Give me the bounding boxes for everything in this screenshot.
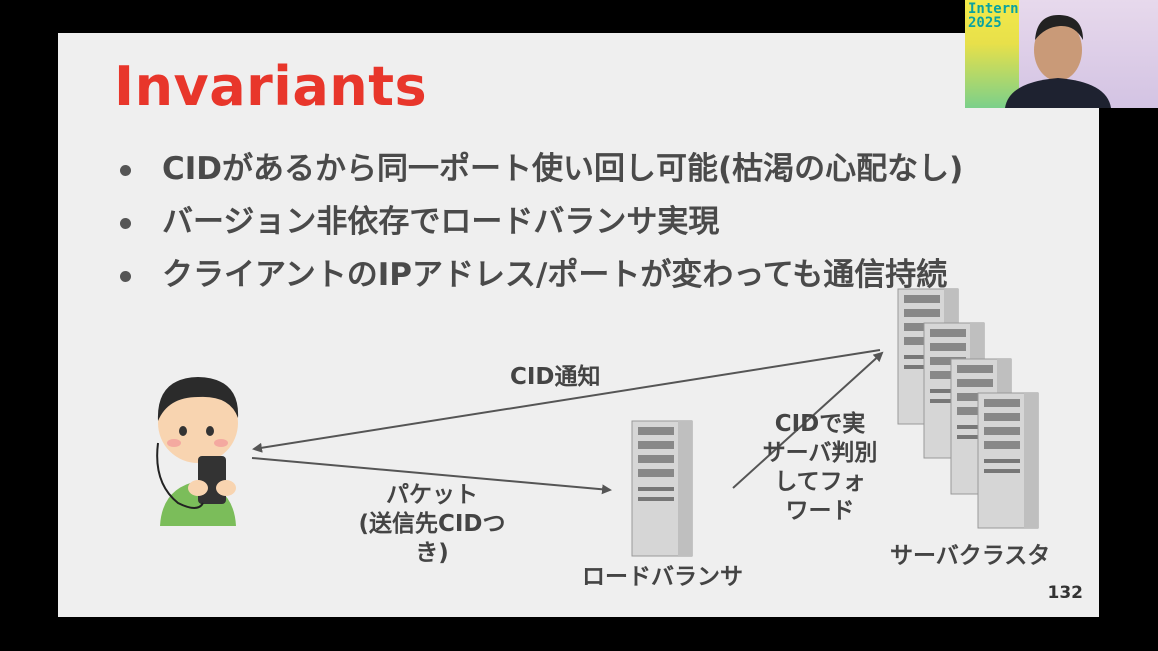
presentation-slide: Invariants CIDがあるから同一ポート使い回し可能(枯渇の心配なし) … [58, 33, 1099, 617]
cid-notify-label: CID通知 [510, 364, 601, 390]
bullet-text: バージョン非依存でロードバランサ実現 [162, 204, 720, 240]
forward-label-line1: CIDで実 [774, 411, 866, 437]
bullet-dot [120, 271, 131, 282]
bullet-dot [120, 165, 131, 176]
load-balancer-label: ロードバランサ [582, 564, 743, 590]
packet-arrow [251, 457, 612, 495]
page-number: 132 [1047, 583, 1084, 603]
packet-label: パケット (送信先CIDつき) [342, 481, 522, 568]
forward-arrow [732, 351, 884, 489]
server-cluster-label: サーバクラスタ [890, 543, 1051, 569]
speaker-webcam-overlay: Internet W 2025 [965, 0, 1158, 108]
bullet-list: CIDがあるから同一ポート使い回し可能(枯渇の心配なし) バージョン非依存でロー… [118, 143, 963, 302]
load-balancer-server-icon [631, 420, 693, 557]
person-with-smartphone-icon [156, 377, 239, 526]
network-diagram [156, 288, 1039, 557]
forward-label-line2: サーバ判別 [762, 440, 878, 466]
bullet-item: クライアントのIPアドレス/ポートが変わっても通信持続 [118, 249, 963, 302]
event-banner [965, 0, 1019, 108]
bullet-item: バージョン非依存でロードバランサ実現 [118, 196, 963, 249]
speaker-avatar [1005, 14, 1111, 108]
bullet-text: CIDがあるから同一ポート使い回し可能(枯渇の心配なし) [162, 151, 964, 187]
packet-label-line1: パケット [386, 482, 478, 508]
slide-title: Invariants [114, 55, 428, 118]
packet-label-line2: (送信先CIDつき) [358, 511, 506, 566]
forward-label-line4: ワード [785, 498, 855, 524]
server-cluster-icon [897, 288, 1039, 529]
forward-label-line3: してフォ [774, 469, 866, 495]
bullet-dot [120, 218, 131, 229]
cid-notify-arrow [252, 349, 881, 453]
bullet-text: クライアントのIPアドレス/ポートが変わっても通信持続 [162, 257, 948, 293]
bullet-item: CIDがあるから同一ポート使い回し可能(枯渇の心配なし) [118, 143, 963, 196]
forward-label: CIDで実 サーバ判別 してフォ ワード [750, 410, 890, 526]
